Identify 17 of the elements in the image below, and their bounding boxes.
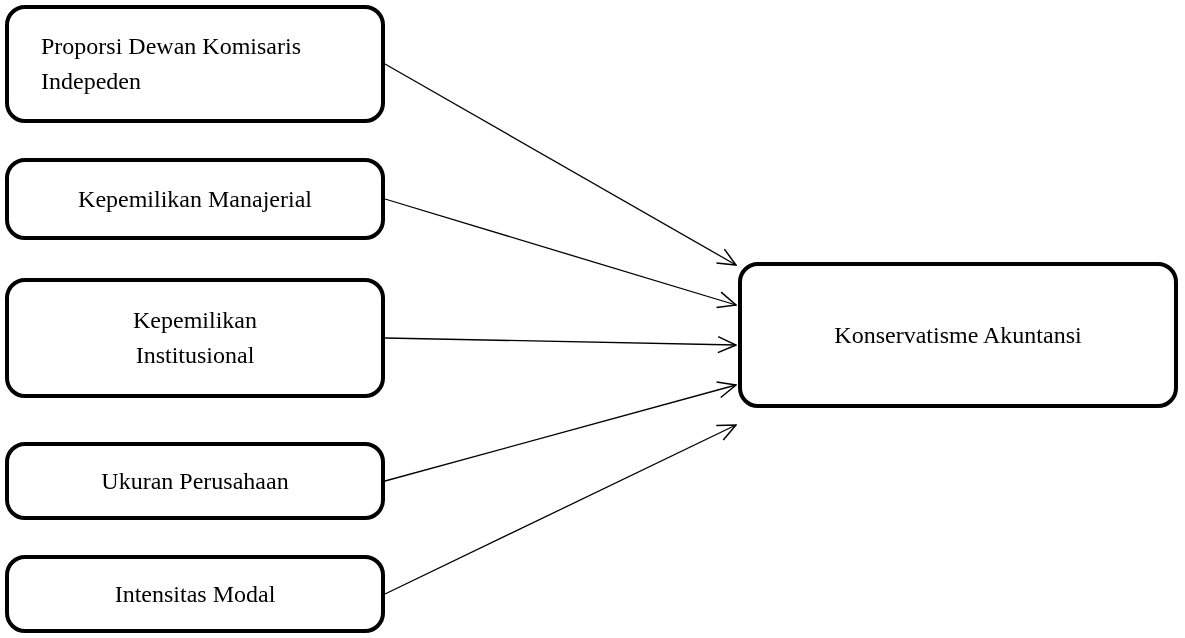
- box-label: Ukuran Perusahaan: [101, 466, 289, 496]
- arrow: [384, 63, 737, 266]
- variable-box: [5, 555, 385, 633]
- variable-box: [5, 278, 385, 398]
- arrow: [384, 198, 737, 309]
- box-label: Proporsi Dewan Komisaris Indepeden: [41, 32, 302, 96]
- box-label: Konservatisme Akuntansi: [834, 320, 1082, 350]
- arrow: [384, 335, 737, 354]
- variable-box: [5, 5, 385, 123]
- variable-box: [5, 442, 385, 520]
- variable-box: [5, 158, 385, 240]
- box-label: Kepemilikan Manajerial: [78, 184, 312, 214]
- arrow: [384, 424, 737, 595]
- box-label: Kepemilikan Institusional: [132, 306, 258, 370]
- arrow: [384, 381, 737, 482]
- outcome-box: [738, 262, 1178, 408]
- box-label: Intensitas Modal: [114, 579, 276, 609]
